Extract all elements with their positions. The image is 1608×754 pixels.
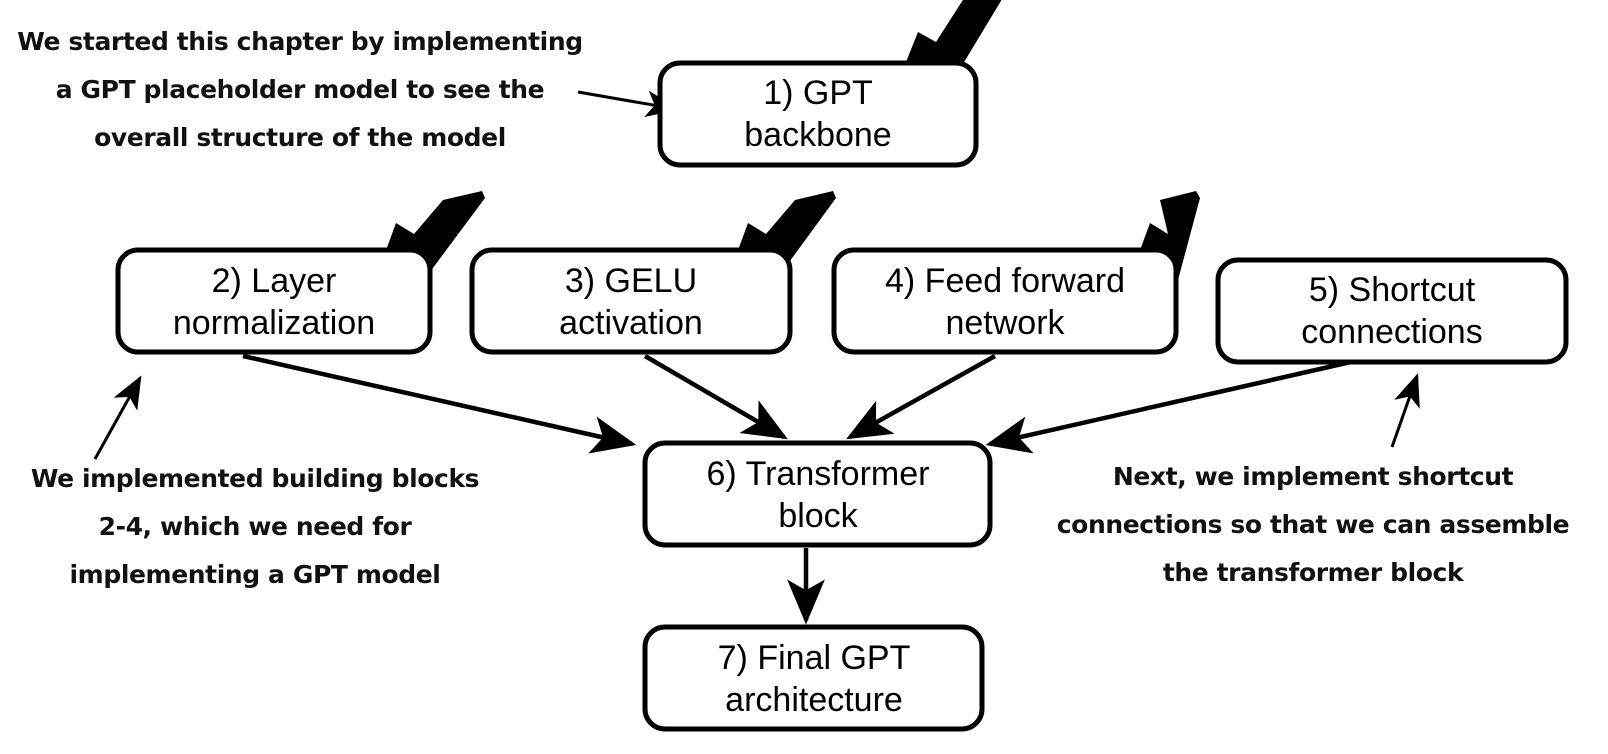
checkmark-icon-node2 — [378, 191, 485, 280]
edge-node3-to-node6 — [643, 354, 788, 440]
node-label-line1: 1) GPT — [763, 74, 873, 112]
node-box — [1215, 257, 1569, 365]
node-label-line1: 5) Shortcut — [1309, 271, 1476, 309]
node-box — [642, 624, 985, 732]
node-transformer-block[interactable]: 6) Transformer block — [642, 440, 993, 548]
node-box — [642, 440, 993, 548]
annotation-line: Next, we implement shortcut — [1113, 462, 1514, 491]
node-label-line1: 3) GELU — [565, 262, 697, 300]
node-label-line2: network — [945, 304, 1065, 342]
annotation-line: a GPT placeholder model to see the — [56, 75, 545, 104]
node-label-line1: 6) Transformer — [707, 455, 930, 493]
node-label-line1: 7) Final GPT — [718, 639, 911, 677]
node-box — [831, 247, 1179, 355]
node-feed-forward-network[interactable]: 4) Feed forward network — [831, 247, 1179, 355]
node-box — [469, 247, 793, 355]
annotation-line: overall structure of the model — [94, 123, 506, 152]
annotation-line: 2-4, which we need for — [99, 512, 413, 541]
node-layer-normalization[interactable]: 2) Layer normalization — [115, 247, 433, 355]
node-label-line2: backbone — [744, 116, 891, 154]
annotation-line: We started this chapter by implementing — [17, 27, 582, 56]
edge-node4-to-node6 — [846, 354, 997, 440]
node-layer: 1) GPT backbone 2) Layer normalization 3… — [115, 60, 1569, 732]
edge-annotation2-to-node2 — [93, 375, 142, 460]
annotation-shortcut-next: Next, we implement shortcut connections … — [1057, 462, 1570, 587]
node-label-line1: 4) Feed forward — [885, 262, 1125, 300]
annotation-layer: We started this chapter by implementing … — [17, 27, 1569, 589]
checkmark-icon-node3 — [730, 191, 836, 280]
node-label-line2: block — [778, 497, 858, 535]
node-label-line2: normalization — [173, 304, 375, 342]
node-final-gpt-architecture[interactable]: 7) Final GPT architecture — [642, 624, 985, 732]
node-label-line2: architecture — [725, 681, 903, 719]
annotation-line: the transformer block — [1163, 558, 1465, 587]
annotation-chapter-intro: We started this chapter by implementing … — [17, 27, 583, 152]
node-box — [115, 247, 433, 355]
annotation-line: We implemented building blocks — [31, 464, 479, 493]
node-box — [657, 60, 979, 168]
edge-node5-to-node6 — [985, 351, 1387, 454]
node-shortcut-connections[interactable]: 5) Shortcut connections — [1215, 257, 1569, 365]
edge-node2-to-node6 — [242, 353, 637, 454]
edge-annotation3-to-node5 — [1390, 373, 1420, 448]
node-gelu-activation[interactable]: 3) GELU activation — [469, 247, 793, 355]
edge-layer — [93, 90, 1420, 625]
annotation-line: implementing a GPT model — [70, 560, 441, 589]
node-gpt-backbone[interactable]: 1) GPT backbone — [657, 60, 979, 168]
node-label-line1: 2) Layer — [212, 262, 337, 300]
node-label-line2: connections — [1301, 313, 1482, 351]
annotation-building-blocks: We implemented building blocks 2-4, whic… — [31, 464, 480, 589]
node-label-line2: activation — [559, 304, 703, 342]
annotation-line: connections so that we can assemble — [1057, 510, 1569, 539]
